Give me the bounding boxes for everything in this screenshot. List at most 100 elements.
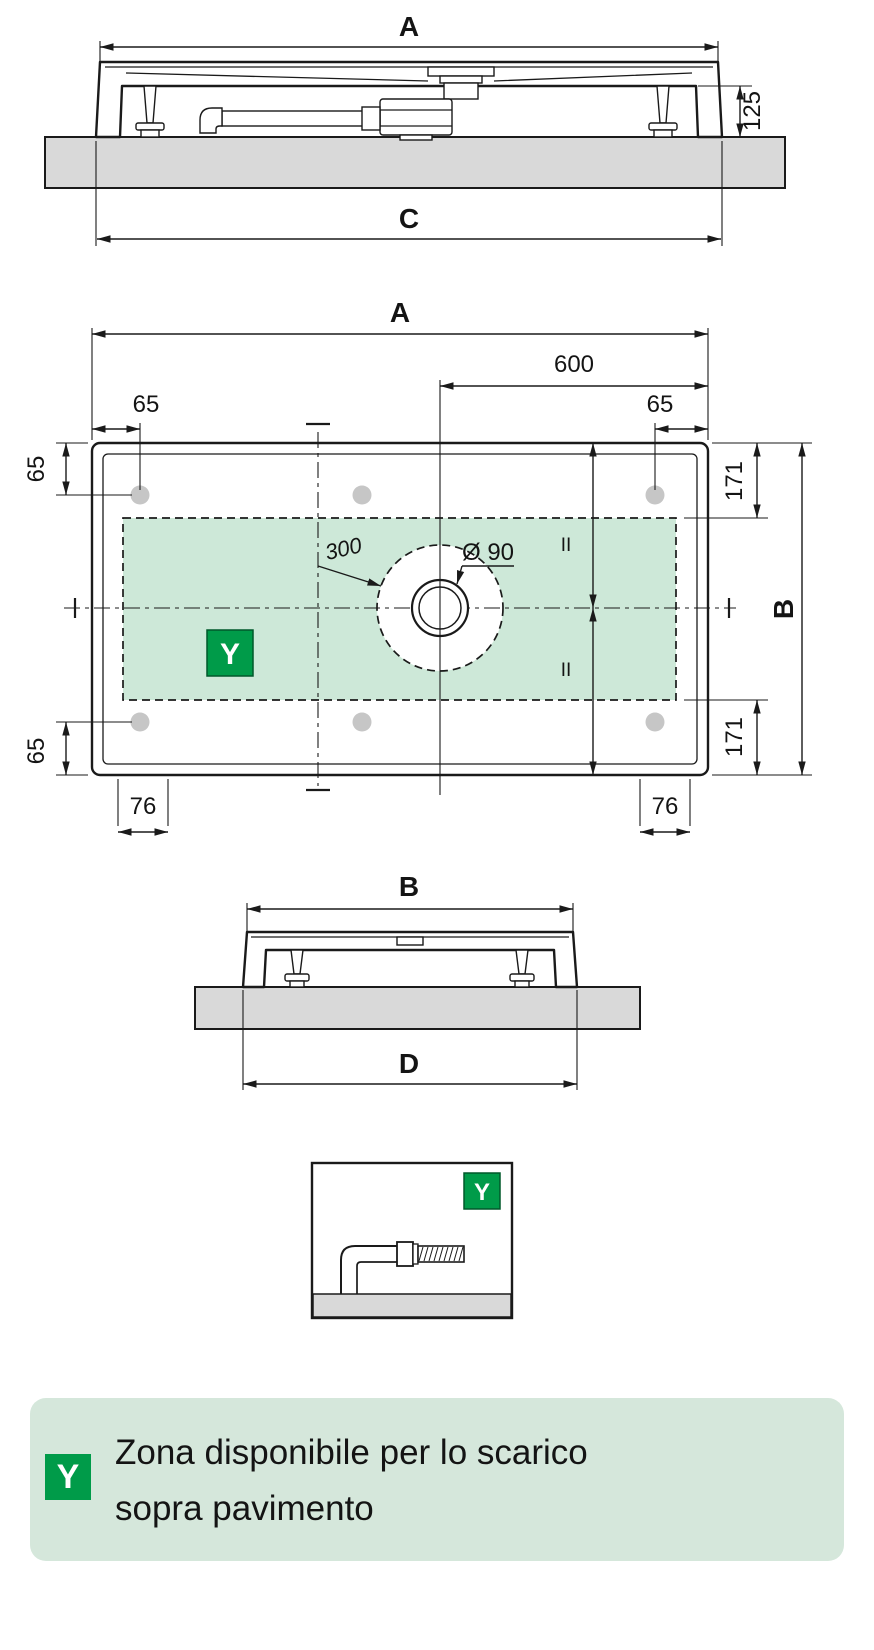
leader-line: [317, 565, 382, 587]
equal-mark-top: II: [561, 535, 572, 556]
floor-strip: [312, 1293, 512, 1318]
dim-end-b: B: [246, 871, 574, 936]
dim-d: D: [242, 990, 578, 1090]
foot-pad: [653, 129, 673, 138]
hose-coupling: [396, 1241, 414, 1267]
dim-76-right: 76: [639, 779, 691, 836]
trap-cap: [399, 134, 433, 141]
elbow-outer: [340, 1245, 397, 1294]
ext-line: [242, 990, 578, 1090]
drain-detail: [396, 936, 424, 946]
dim-125-label: 125: [739, 91, 766, 131]
foot-pad: [289, 980, 305, 988]
tray-plan-rim: [102, 453, 698, 765]
foot-stem: [656, 85, 670, 124]
dim-65-left-top: 65: [23, 442, 132, 496]
dim-65-left-top-label: 65: [23, 456, 50, 483]
ext-line: [95, 141, 723, 246]
legend: Y Zona disponibile per lo scarico sopra …: [30, 1398, 844, 1561]
dim-65-left-bottom-label: 65: [23, 738, 50, 765]
dim-65-top-left: 65: [92, 391, 159, 490]
y-badge-label: Y: [474, 1179, 490, 1206]
drain-elbow-assembly: [340, 1241, 465, 1294]
foot-circle: [130, 485, 150, 505]
dim-65-tl-label: 65: [133, 391, 160, 418]
dim-plan-a-label: A: [390, 297, 410, 328]
dim-d-label: D: [399, 1048, 419, 1079]
dim-plan-b: B: [712, 442, 812, 776]
dim-equal-vertical: II II: [561, 443, 597, 775]
foot-circle: [645, 712, 665, 732]
y-badge: [206, 629, 254, 677]
dim-65-top-right: 65: [647, 391, 708, 490]
legend-y-label: Y: [56, 1457, 80, 1496]
adjustable-foot: [509, 949, 535, 988]
foot-circle: [645, 485, 665, 505]
front-side-view: A 125 C: [44, 11, 786, 246]
dim-600-label: 600: [554, 351, 594, 378]
dim-plan-b-label: B: [768, 599, 799, 619]
foot-plate: [284, 973, 310, 982]
dim-125: 125: [698, 85, 766, 137]
adjustable-foot: [284, 949, 310, 988]
foot-circle: [352, 712, 372, 732]
floor-slab: [44, 136, 786, 189]
ext-line: [56, 442, 132, 496]
trap-detail-lines: [380, 109, 452, 127]
elbow-inner: [356, 1261, 397, 1294]
dim-171-bottom: 171: [684, 699, 768, 776]
dim-d90-label: Ø 90: [462, 539, 514, 566]
legend-text: Zona disponibile per lo scarico sopra pa…: [115, 1425, 588, 1537]
foot-circle: [130, 712, 150, 732]
foot-stem: [143, 85, 157, 124]
dim-76-right-label: 76: [652, 793, 679, 820]
legend-text-line1: Zona disponibile per lo scarico: [115, 1433, 588, 1472]
ext-line: [639, 779, 691, 826]
ext-line: [712, 442, 812, 776]
pipe-elbow: [199, 107, 223, 134]
drawing-canvas: A 125 C: [23, 11, 812, 1320]
dim-c: C: [95, 141, 723, 246]
legend-text-line2: sopra pavimento: [115, 1489, 374, 1528]
ext-line: [91, 328, 709, 440]
leader-line: [456, 565, 465, 585]
ext-line: [117, 779, 169, 826]
y-badge-label: Y: [220, 638, 240, 671]
foot-circle: [352, 485, 372, 505]
dim-76-left: 76: [117, 779, 169, 836]
zone-badge: Y: [206, 629, 254, 677]
foot-pad: [140, 129, 160, 138]
waste-pipe: [221, 110, 381, 127]
drain-flange: [427, 66, 495, 77]
hose-hatch: [418, 1246, 464, 1262]
floor-slab: [194, 986, 641, 1030]
dim-plan-a: A: [91, 297, 709, 440]
tray-profile: [241, 930, 579, 989]
dim-171-bottom-label: 171: [721, 717, 748, 757]
adjustable-foot: [135, 85, 165, 138]
adjustable-foot: [648, 85, 678, 138]
drain-connector: [443, 82, 479, 100]
foot-stem: [515, 949, 529, 975]
foot-plate: [648, 122, 678, 131]
dim-76-left-label: 76: [130, 793, 157, 820]
leader-diameter-90: Ø 90: [456, 539, 514, 585]
foot-plate: [509, 973, 535, 982]
deck-slope-lines: [125, 72, 693, 82]
centerline-ticks: [73, 422, 731, 792]
drain-trap-assembly: [199, 82, 479, 141]
y-badge: [463, 1172, 501, 1210]
zone-badge: Y: [463, 1172, 501, 1210]
dim-c-label: C: [399, 203, 419, 234]
tray-profile: [94, 60, 724, 139]
drain-flange-inner: [439, 75, 483, 84]
dim-65-left-bottom: 65: [23, 721, 132, 776]
foot-stem: [290, 949, 304, 975]
dim-end-b-label: B: [399, 871, 419, 902]
dim-65-tr-label: 65: [647, 391, 674, 418]
equal-mark-bottom: II: [561, 660, 572, 681]
dim-a-label: A: [399, 11, 419, 42]
plan-view: Y A 600 65 65 65: [23, 297, 812, 836]
pipe-coupling: [361, 106, 381, 131]
